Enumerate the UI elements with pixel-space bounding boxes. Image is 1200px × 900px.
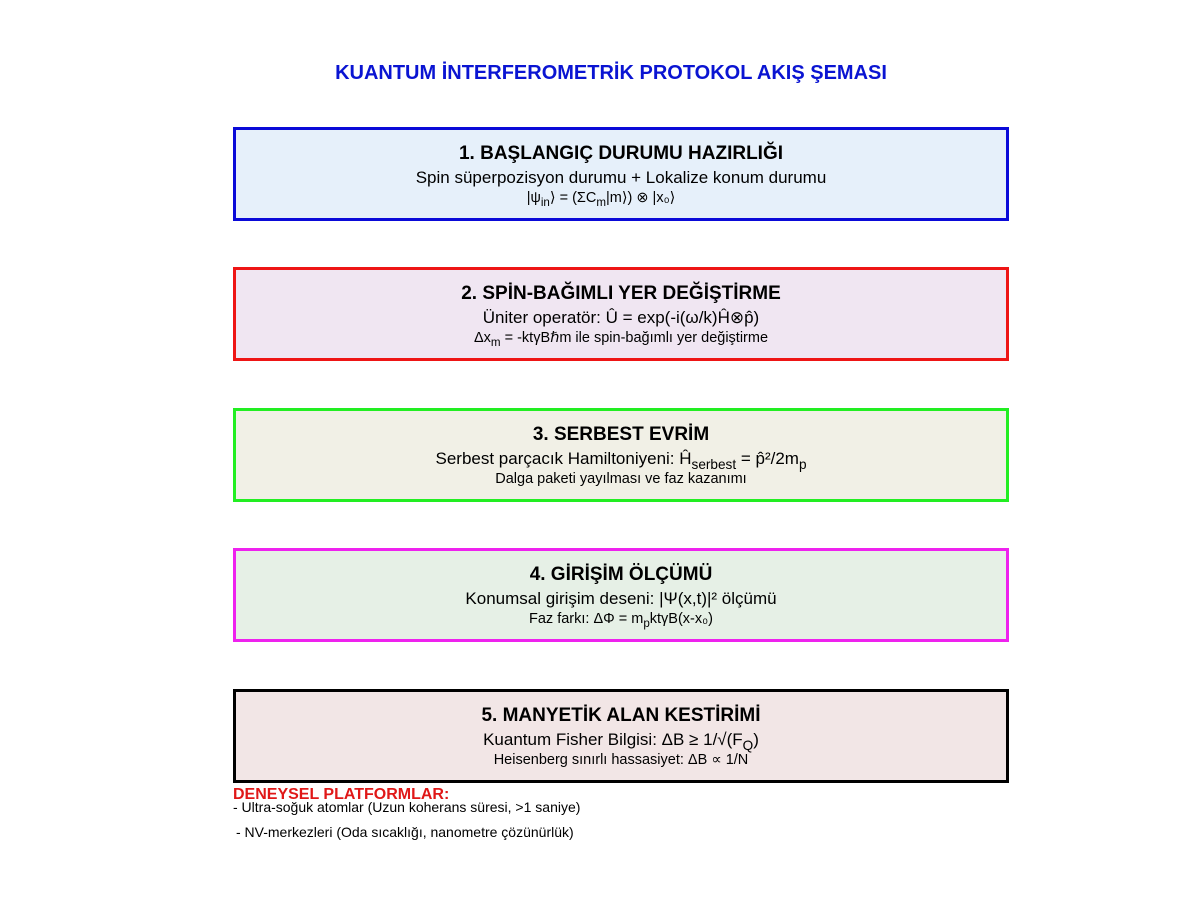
step-4-description: Konumsal girişim deseni: |Ψ(x,t)|² ölçüm… (465, 589, 777, 608)
step-1-description: Spin süperpozisyon durumu + Lokalize kon… (415, 168, 827, 187)
step-5-heading: 5. MANYETİK ALAN KESTİRİMİ (481, 705, 761, 726)
platforms-heading: DENEYSEL PLATFORMLAR: (233, 786, 450, 803)
platform-item: - NV-merkezleri (Oda sıcaklığı, nanometr… (236, 824, 574, 840)
step-5-detail: Heisenberg sınırlı hassasiyet: ΔB ∝ 1/N (493, 752, 749, 768)
step-4-formula: Faz farkı: ΔΦ = mpktγB(x-x₀) (529, 611, 713, 631)
step-5-description: Kuantum Fisher Bilgisi: ΔB ≥ 1/√(FQ) (483, 730, 759, 753)
step-3-heading: 3. SERBEST EVRİM (532, 424, 710, 445)
platform-item: - Ultra-soğuk atomlar (Uzun koherans sür… (233, 799, 581, 815)
diagram-title: KUANTUM İNTERFEROMETRİK PROTOKOL AKIŞ ŞE… (335, 62, 887, 84)
step-2-box: 2. SPİN-BAĞIMLI YER DEĞİŞTİRME Üniter op… (233, 267, 1009, 361)
step-3-detail: Dalga paketi yayılması ve faz kazanımı (495, 471, 747, 487)
step-2-heading: 2. SPİN-BAĞIMLI YER DEĞİŞTİRME (461, 283, 781, 304)
step-2-description: Üniter operatör: Û = exp(-i(ω/k)Ĥ⊗p̂) (482, 308, 760, 327)
step-5-box: 5. MANYETİK ALAN KESTİRİMİ Kuantum Fishe… (233, 689, 1009, 783)
step-2-formula: Δxm = -ktγBℏm ile spin-bağımlı yer değiş… (473, 330, 769, 350)
experimental-platforms: DENEYSEL PLATFORMLAR: - Ultra-soğuk atom… (233, 786, 580, 840)
step-4-box: 4. GİRİŞİM ÖLÇÜMÜ Konumsal girişim desen… (233, 548, 1009, 642)
step-4-heading: 4. GİRİŞİM ÖLÇÜMÜ (529, 564, 713, 585)
step-1-box: 1. BAŞLANGIÇ DURUMU HAZIRLIĞI Spin süper… (233, 127, 1009, 221)
step-3-description: Serbest parçacık Hamiltoniyeni: Ĥserbest… (435, 449, 807, 472)
step-1-heading: 1. BAŞLANGIÇ DURUMU HAZIRLIĞI (458, 143, 784, 164)
step-3-box: 3. SERBEST EVRİM Serbest parçacık Hamilt… (233, 408, 1009, 502)
step-1-formula: |ψin⟩ = (ΣCm|m⟩) ⊗ |x₀⟩ (526, 190, 676, 210)
